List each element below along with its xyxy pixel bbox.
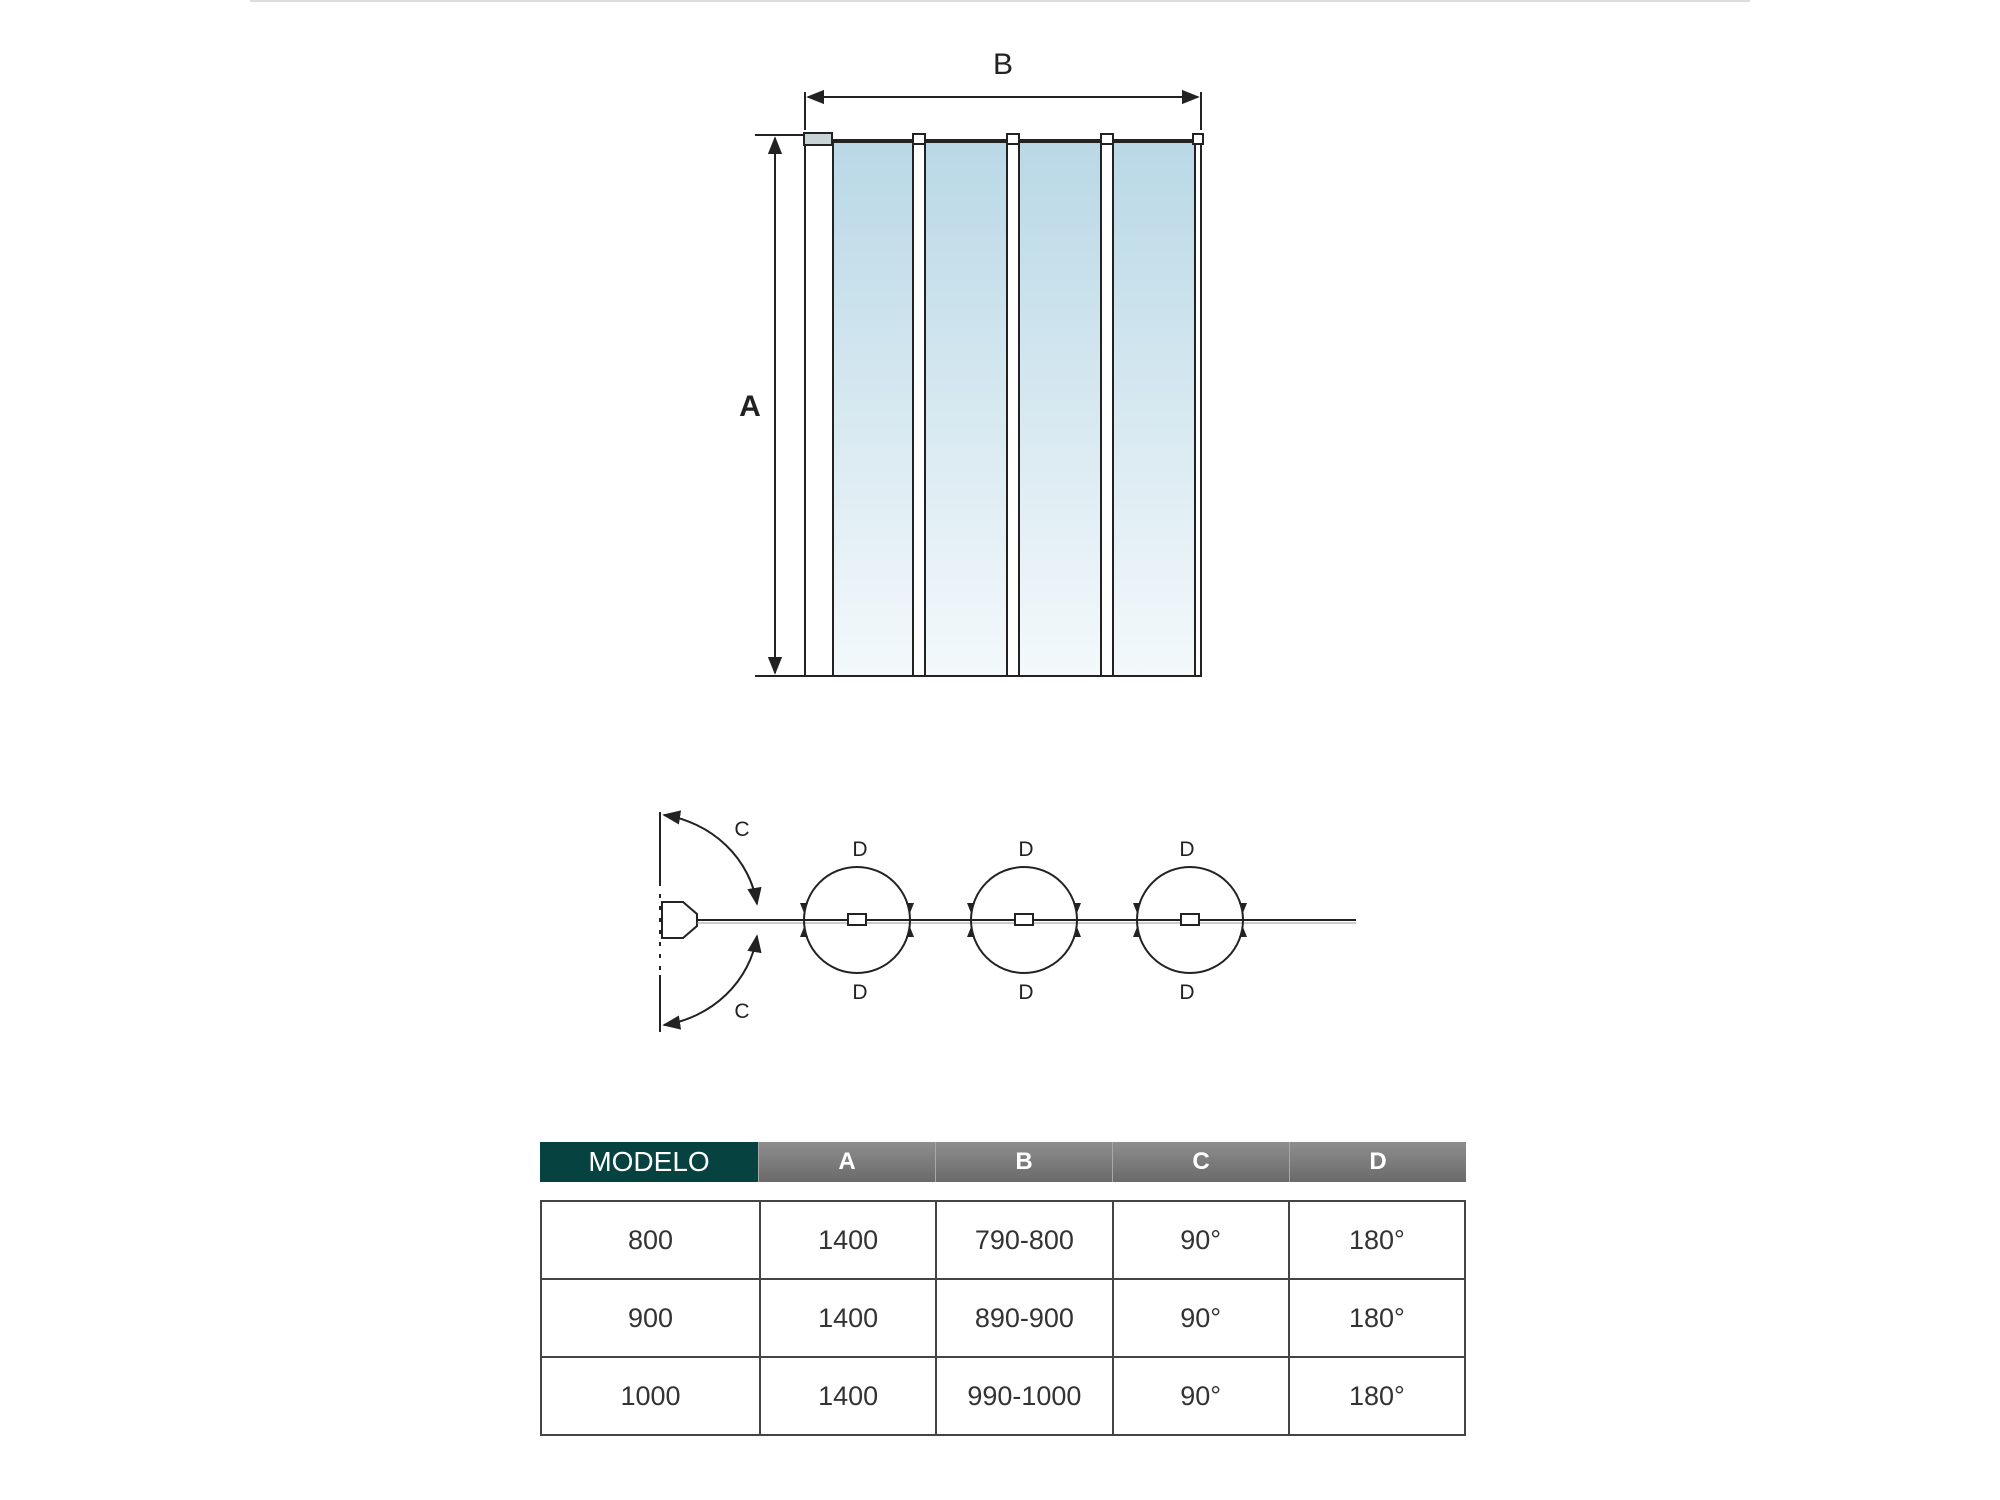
- wall-profile: [804, 141, 834, 677]
- cell-a: 1400: [759, 1202, 935, 1278]
- dimension-a-label: A: [739, 390, 761, 423]
- cell-c: 90°: [1111, 1202, 1288, 1278]
- hinge-strip-3: [1100, 141, 1114, 677]
- hinge-block-3: [1180, 913, 1200, 926]
- cell-modelo: 800: [627, 1224, 674, 1255]
- rotation-circle-1: [803, 866, 911, 974]
- cell-a: 1400: [759, 1358, 935, 1434]
- end-cap: [1192, 133, 1204, 145]
- hinge-block-2: [1014, 913, 1034, 926]
- angle-d-bottom-label-3: D: [1179, 981, 1194, 1004]
- angle-d-top-label-3: D: [1179, 838, 1194, 861]
- hinge-cap-2: [1006, 133, 1020, 145]
- cell-d: 180°: [1287, 1358, 1464, 1434]
- rotation-arrow-3c: [1239, 903, 1247, 913]
- hinge-block-1: [847, 913, 867, 926]
- cell-d: 180°: [1287, 1202, 1464, 1278]
- table-row: 800 1400 790-800 90° 180°: [542, 1202, 1464, 1278]
- angle-d-bottom-label-1: D: [852, 981, 867, 1004]
- angle-c-bottom-label: C: [734, 1000, 749, 1023]
- angle-d-top-label-1: D: [852, 838, 867, 861]
- rotation-arrow-1b: [906, 927, 914, 937]
- glass-panel-2: [924, 141, 1008, 677]
- cell-modelo: 1000: [620, 1380, 681, 1411]
- header-b: B: [935, 1142, 1112, 1182]
- cell-d: 180°: [1287, 1280, 1464, 1356]
- rotation-arrow-1d: [800, 927, 808, 937]
- glass-panel-1: [832, 141, 914, 677]
- rotation-arrow-2d: [967, 927, 975, 937]
- front-view: B A: [739, 48, 1204, 677]
- hinge-strip-2: [1006, 141, 1020, 677]
- cell-c: 90°: [1111, 1358, 1288, 1434]
- rotation-arrow-3a: [1133, 903, 1141, 913]
- table-row: 1000 1400 990-1000 90° 180°: [542, 1356, 1464, 1434]
- angle-d-top-label-2: D: [1018, 838, 1033, 861]
- rotation-arrow-3d: [1133, 927, 1141, 937]
- hinge-strip-1: [912, 141, 926, 677]
- header-modelo: MODELO: [540, 1142, 758, 1182]
- rotation-arrow-2b: [1073, 927, 1081, 937]
- hinge-cap-3: [1100, 133, 1114, 145]
- hinge-rotation-2: D D: [967, 838, 1081, 1004]
- table-body: 800 1400 790-800 90° 180° 900 1400 890-9…: [540, 1200, 1466, 1436]
- cell-b: 990-1000: [935, 1358, 1111, 1434]
- cell-b: 890-900: [935, 1280, 1111, 1356]
- plan-view: C C D D D D: [659, 810, 1356, 1032]
- swing-arc-c-top: [662, 810, 762, 906]
- rotation-arrow-3b: [1239, 927, 1247, 937]
- header-a: A: [758, 1142, 935, 1182]
- rotation-arrow-1c: [906, 903, 914, 913]
- wall-bracket: [661, 901, 698, 939]
- rotation-arrow-2a: [967, 903, 975, 913]
- rotation-arrow-2c: [1073, 903, 1081, 913]
- table-row: 900 1400 890-900 90° 180°: [542, 1278, 1464, 1356]
- header-c: C: [1112, 1142, 1289, 1182]
- cell-modelo: 900: [627, 1302, 674, 1333]
- cell-c: 90°: [1111, 1280, 1288, 1356]
- rotation-circle-3: [1136, 866, 1244, 974]
- glass-panel-3: [1018, 141, 1102, 677]
- swing-arc-c-bottom: [662, 934, 762, 1030]
- spec-table: MODELO A B C D 800 1400 790-800 90° 180°…: [540, 1142, 1466, 1436]
- hinge-rotation-3: D D: [1133, 838, 1247, 1004]
- hinge-cap-1: [912, 133, 926, 145]
- hinge-rotation-1: D D: [800, 838, 914, 1004]
- cell-a: 1400: [759, 1280, 935, 1356]
- rotation-circle-2: [970, 866, 1078, 974]
- rotation-arrow-1a: [800, 903, 808, 913]
- wall-profile-cap: [803, 132, 833, 146]
- angle-c-top-label: C: [734, 818, 749, 841]
- end-strip: [1194, 141, 1202, 677]
- header-d: D: [1289, 1142, 1466, 1182]
- glass-panel-4: [1112, 141, 1196, 677]
- table-header-row: MODELO A B C D: [540, 1142, 1466, 1182]
- angle-d-bottom-label-2: D: [1018, 981, 1033, 1004]
- cell-b: 790-800: [935, 1202, 1111, 1278]
- dimension-b-label: B: [993, 48, 1013, 81]
